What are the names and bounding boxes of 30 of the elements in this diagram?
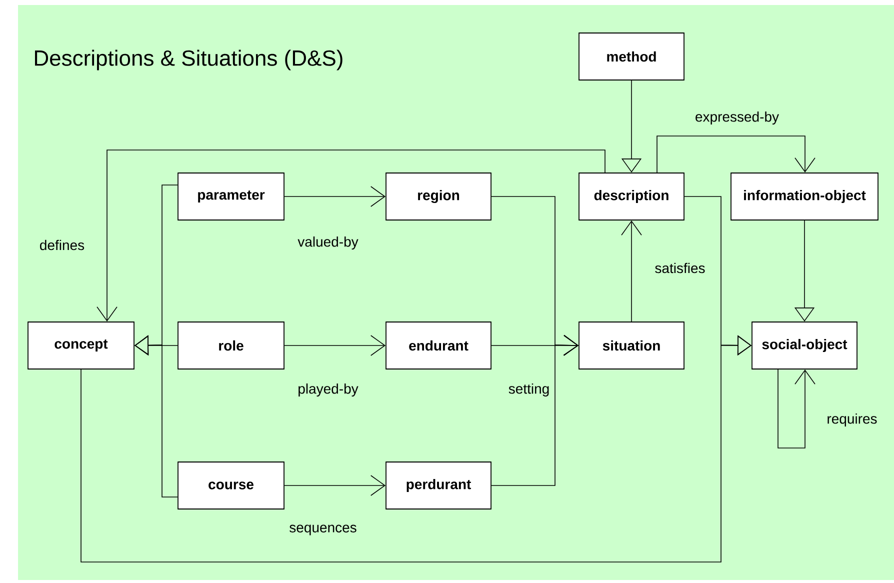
class-box: method bbox=[578, 32, 684, 80]
arrow bbox=[284, 186, 386, 207]
class-box: region bbox=[386, 172, 492, 220]
arrow bbox=[621, 220, 642, 322]
arrow bbox=[656, 136, 816, 173]
arrow bbox=[284, 475, 386, 496]
class-box: role bbox=[178, 322, 284, 370]
edge-label: valued-by bbox=[296, 235, 360, 251]
edge-label: defines bbox=[38, 238, 86, 252]
arrow bbox=[491, 335, 579, 356]
edge-label: setting bbox=[507, 382, 551, 398]
edge-label: sequences bbox=[288, 524, 358, 536]
edge-label: played-by bbox=[296, 382, 360, 398]
edge-label: requires bbox=[826, 412, 878, 428]
class-box: social-object bbox=[752, 322, 858, 370]
class-box: situation bbox=[578, 322, 684, 370]
edge-label: expressed-by bbox=[694, 110, 780, 126]
class-box: information-object bbox=[730, 172, 878, 220]
arrow bbox=[491, 334, 579, 486]
class-box: concept bbox=[28, 322, 134, 370]
arrow bbox=[284, 335, 386, 356]
arrow bbox=[778, 369, 816, 448]
class-box: perdurant bbox=[386, 462, 492, 510]
arrow bbox=[96, 150, 606, 322]
edge-label: satisfies bbox=[654, 262, 706, 274]
title: Descriptions & Situations (D&S) bbox=[35, 50, 342, 70]
class-box: course bbox=[178, 462, 284, 510]
class-box: endurant bbox=[386, 322, 492, 370]
class-box: parameter bbox=[178, 172, 284, 220]
class-box: description bbox=[578, 172, 684, 220]
